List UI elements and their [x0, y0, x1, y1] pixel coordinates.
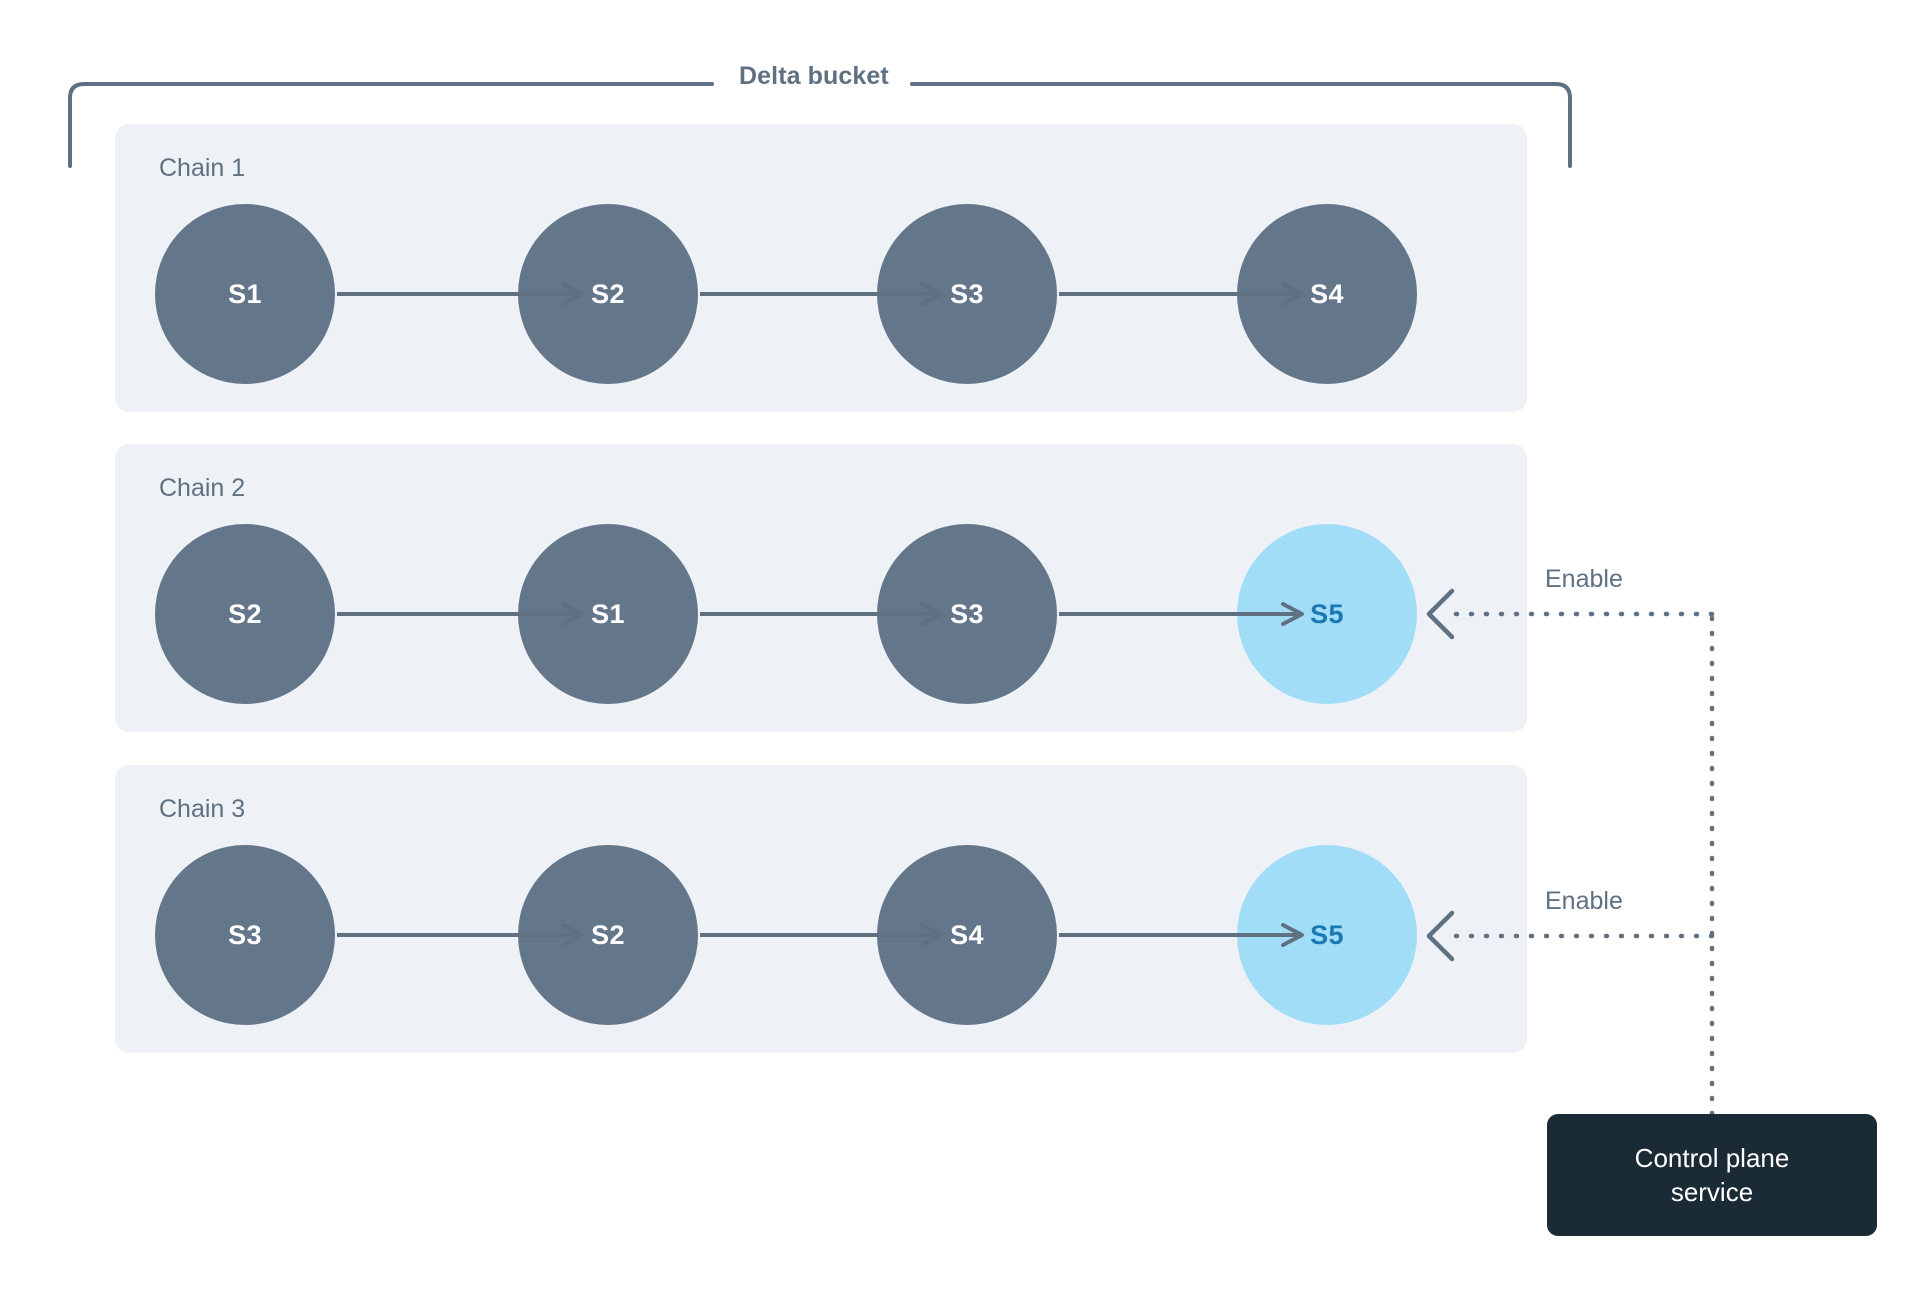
control-plane-service-label: Control plane service	[1634, 1142, 1790, 1207]
chain-panel-1: Chain 1 S1 S2 S3 S4	[115, 124, 1527, 412]
node-chain1-3[interactable]: S4	[1237, 204, 1417, 384]
chain-1-nodes: S1 S2 S3 S4	[115, 204, 1527, 384]
node-chain3-2[interactable]: S4	[877, 845, 1057, 1025]
node-chain2-1[interactable]: S1	[518, 524, 698, 704]
node-chain2-2[interactable]: S3	[877, 524, 1057, 704]
chain-panel-3: Chain 3 S3 S2 S4 S5	[115, 765, 1527, 1053]
chain-label-1: Chain 1	[159, 154, 246, 182]
node-chain3-1[interactable]: S2	[518, 845, 698, 1025]
node-chain1-1[interactable]: S2	[518, 204, 698, 384]
node-chain3-3[interactable]: S5	[1237, 845, 1417, 1025]
enable-label-chain2: Enable	[1545, 565, 1623, 593]
chain-label-3: Chain 3	[159, 795, 246, 823]
node-chain1-0[interactable]: S1	[155, 204, 335, 384]
chain-label-2: Chain 2	[159, 474, 246, 502]
enable-label-chain3: Enable	[1545, 887, 1623, 915]
node-chain2-0[interactable]: S2	[155, 524, 335, 704]
chain-3-nodes: S3 S2 S4 S5	[115, 845, 1527, 1025]
node-chain1-2[interactable]: S3	[877, 204, 1057, 384]
chain-2-nodes: S2 S1 S3 S5	[115, 524, 1527, 704]
node-chain3-0[interactable]: S3	[155, 845, 335, 1025]
node-chain2-3[interactable]: S5	[1237, 524, 1417, 704]
control-plane-service-box[interactable]: Control plane service	[1547, 1114, 1877, 1236]
chain-panel-2: Chain 2 S2 S1 S3 S5	[115, 444, 1527, 732]
delta-bucket-title: Delta bucket	[725, 62, 903, 91]
